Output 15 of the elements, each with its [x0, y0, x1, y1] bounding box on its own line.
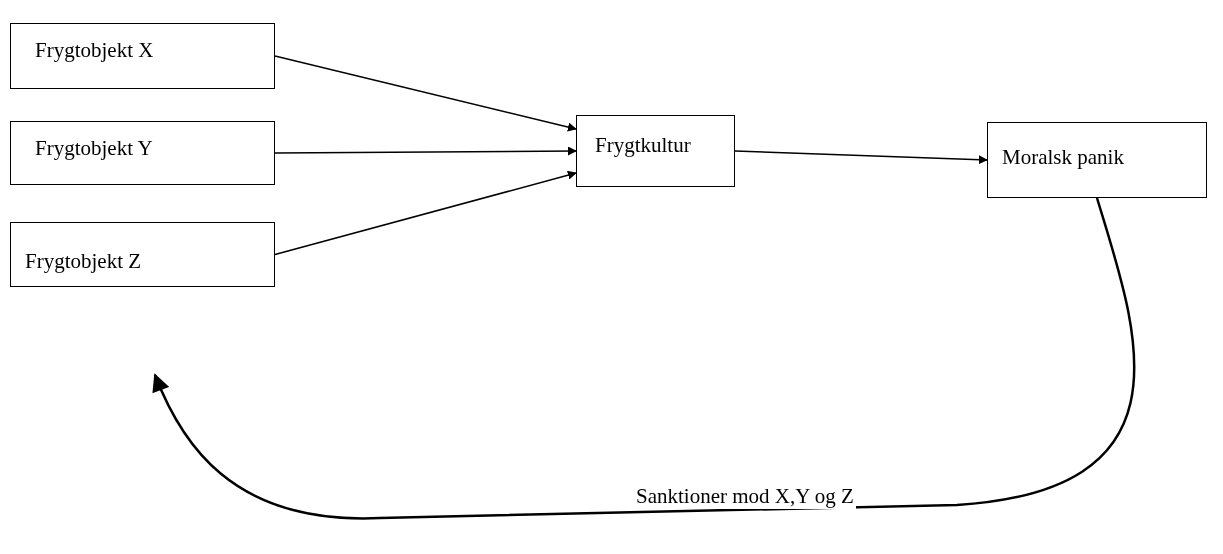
process-box — [10, 121, 275, 185]
box-label: Moralsk panik — [1002, 145, 1124, 170]
arrow — [274, 55, 577, 132]
box-label: Frygtobjekt X — [35, 38, 154, 63]
arrow — [274, 146, 577, 156]
arrow — [734, 150, 988, 165]
box-label: Frygtkultur — [595, 133, 691, 158]
box-label: Frygtobjekt Y — [35, 136, 153, 161]
box-label: Frygtobjekt Z — [25, 249, 142, 274]
arrow — [152, 197, 1136, 520]
process-box — [10, 222, 275, 287]
arrow — [274, 170, 577, 256]
process-box — [10, 23, 275, 89]
process-box — [576, 115, 735, 187]
process-box — [987, 122, 1207, 198]
